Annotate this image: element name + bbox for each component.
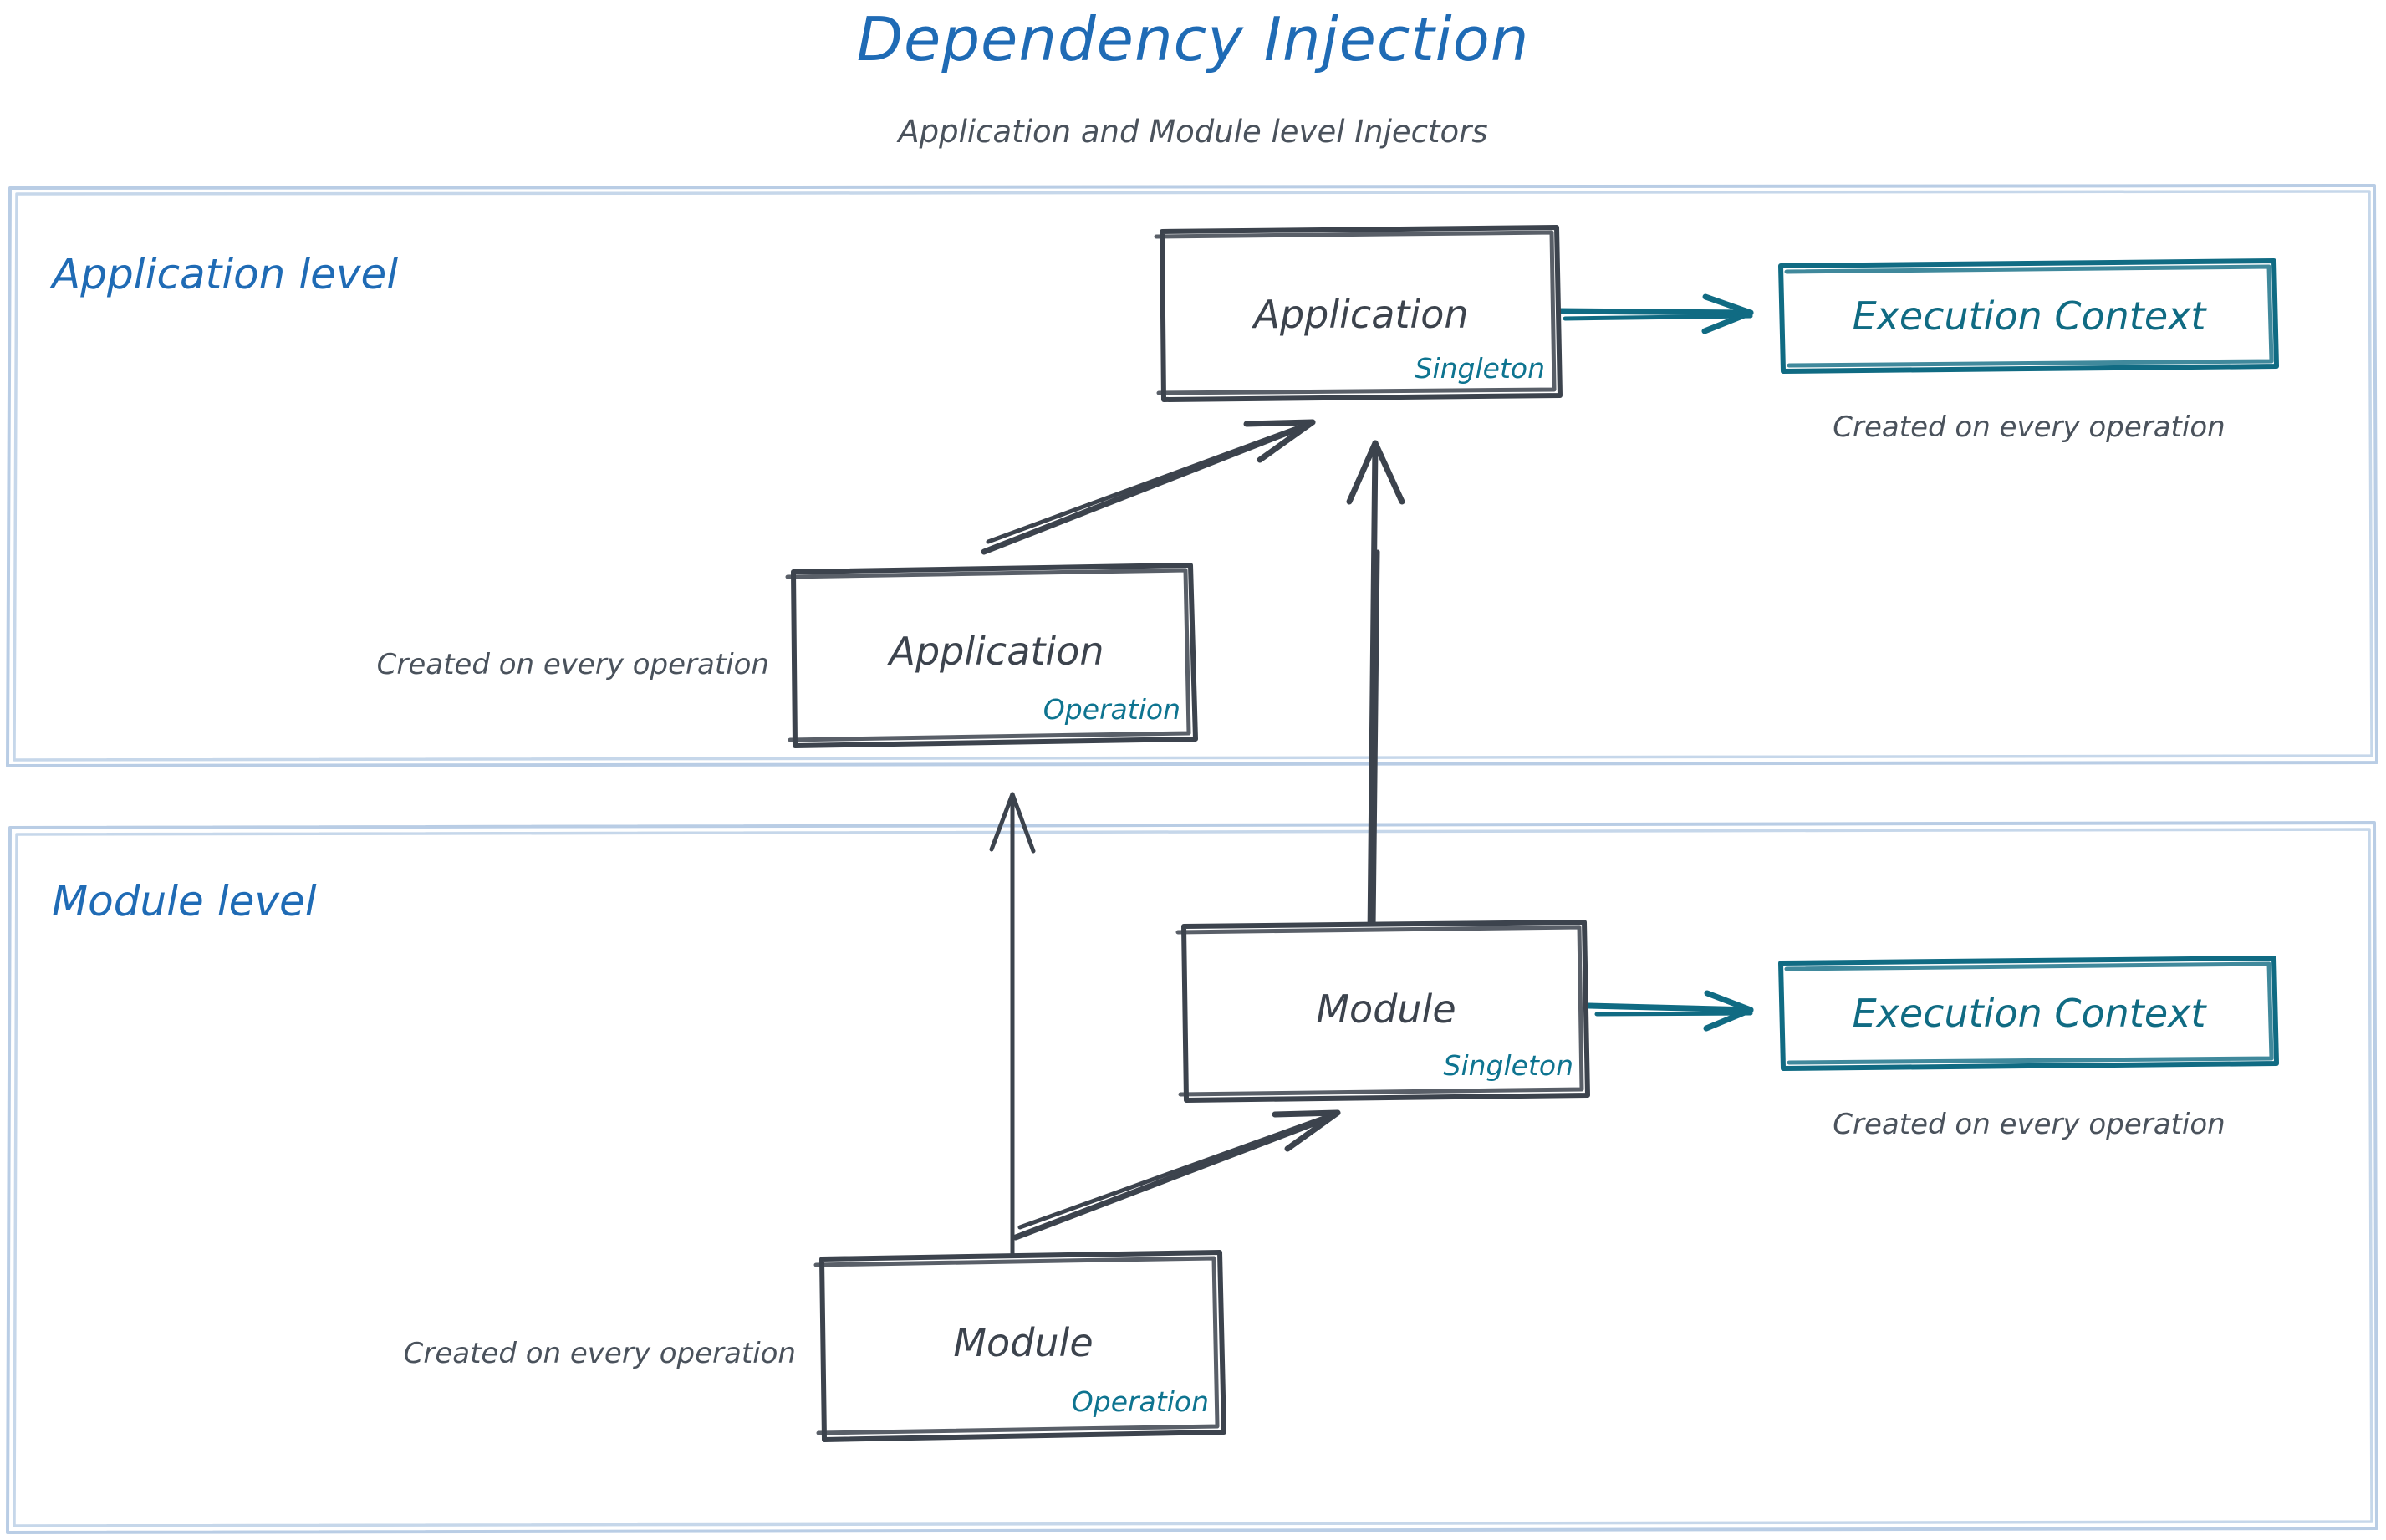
application-level-label: Application level (49, 250, 398, 298)
node-module-singleton[interactable]: Module Singleton (1175, 920, 1590, 1103)
node-title: Module (1316, 987, 1456, 1032)
module-level-frame-outer (6, 821, 2378, 1534)
node-application-execution-context[interactable]: Execution Context (1778, 258, 2279, 374)
application-level-frame-inner (13, 190, 2373, 762)
node-title: Application (1251, 292, 1468, 337)
node-module-operation[interactable]: Module Operation (813, 1250, 1226, 1442)
node-scope-badge: Operation (1072, 1385, 1209, 1418)
node-scope-badge: Operation (1043, 693, 1180, 726)
edge-module-operation-to-app-operation (989, 792, 1036, 1265)
module-level-label: Module level (52, 877, 317, 926)
application-level-container: Application level (6, 184, 2378, 767)
node-application-operation[interactable]: Application Operation (785, 563, 1198, 748)
edge-module-singleton-to-module-context (1585, 990, 1754, 1032)
note-application-execution-context: Created on every operation (1833, 410, 2225, 444)
note-module-operation: Created on every operation (404, 1337, 796, 1370)
node-application-singleton[interactable]: Application Singleton (1154, 225, 1563, 402)
edge-app-operation-to-app-singleton (981, 419, 1316, 555)
edge-module-singleton-to-app-singleton (1346, 440, 1405, 940)
note-module-execution-context: Created on every operation (1833, 1108, 2225, 1141)
node-module-execution-context[interactable]: Execution Context (1778, 956, 2279, 1071)
module-level-container: Module level (6, 821, 2378, 1534)
node-title: Execution Context (1853, 991, 2208, 1036)
node-scope-badge: Singleton (1415, 352, 1546, 385)
node-scope-badge: Singleton (1444, 1049, 1574, 1082)
application-level-frame-outer (6, 184, 2378, 767)
page-title: Dependency Injection (857, 4, 1530, 74)
node-title: Module (953, 1320, 1093, 1365)
edge-app-singleton-to-app-context (1553, 293, 1754, 334)
edge-module-operation-to-module-singleton (1012, 1109, 1341, 1241)
module-level-frame-inner (13, 828, 2373, 1527)
node-title: Application (886, 629, 1104, 674)
page-subtitle: Application and Module level Injectors (896, 114, 1487, 150)
note-application-operation: Created on every operation (377, 648, 769, 681)
node-title: Execution Context (1853, 293, 2208, 339)
